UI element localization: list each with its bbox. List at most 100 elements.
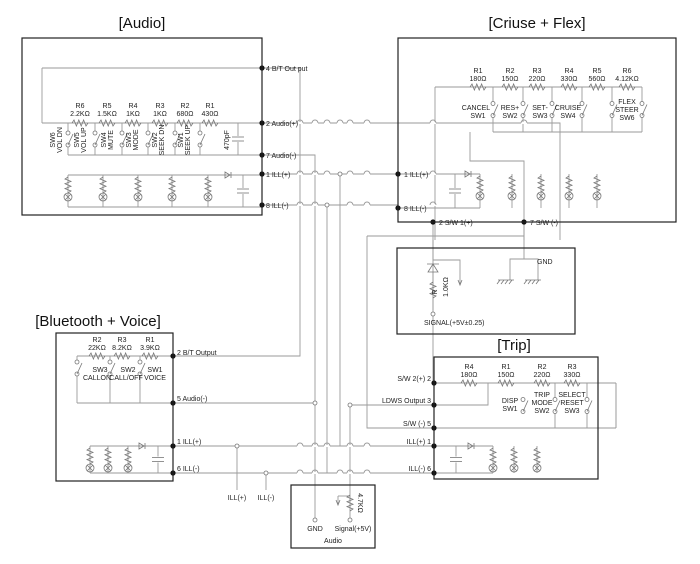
audio-plus-wire	[262, 122, 561, 240]
lamp-icon	[489, 464, 497, 472]
crossover-hop	[311, 170, 319, 175]
crossover-gap	[347, 173, 353, 175]
crossover-hop	[363, 119, 371, 124]
arrow-icon	[457, 279, 463, 287]
switch-gap	[147, 132, 149, 146]
switch-gap	[76, 361, 78, 375]
switch-gap	[174, 132, 176, 146]
lamp-icon	[99, 193, 107, 201]
crossover-gap	[364, 204, 370, 206]
terminal	[324, 202, 330, 208]
lamp-icon	[510, 464, 518, 472]
crossover-hop	[311, 442, 319, 447]
terminal	[172, 130, 178, 136]
svg-text:1.5KΩ: 1.5KΩ	[97, 111, 117, 118]
svg-text:R2: R2	[506, 68, 515, 75]
switch-gap	[551, 102, 553, 117]
ground-icon	[523, 279, 541, 285]
diode-icon	[427, 263, 439, 273]
crossover-gap	[297, 173, 303, 175]
svg-text:R4: R4	[565, 68, 574, 75]
svg-text:SW2: SW2	[534, 408, 549, 415]
lamp-icon	[124, 464, 132, 472]
svg-text:SW5: SW5	[74, 132, 81, 147]
crossover-gap	[364, 122, 370, 124]
crossover-gap	[347, 472, 353, 474]
svg-text:22KΩ: 22KΩ	[88, 345, 106, 352]
crossover-gap	[324, 122, 330, 124]
switch-gap	[492, 102, 494, 117]
terminal	[234, 443, 240, 449]
svg-text:R1: R1	[474, 68, 483, 75]
lamp-icon	[133, 192, 143, 202]
cap-gap	[450, 456, 462, 463]
svg-text:RES+: RES+	[501, 105, 519, 112]
cruise-pin-8: 8 ILL(-)	[404, 206, 427, 213]
lamp-icon	[204, 193, 212, 201]
crossover-hop	[296, 119, 304, 124]
svg-text:R5: R5	[593, 68, 602, 75]
resistor-icon	[98, 176, 108, 194]
resistor-icon	[167, 176, 177, 194]
resistor-icon	[460, 378, 478, 388]
lamp-icon	[532, 463, 542, 473]
switch-icon	[581, 104, 588, 116]
resistor-icon	[71, 118, 89, 128]
lamp-icon	[85, 463, 95, 473]
svg-text:LDWS Output 3: LDWS Output 3	[382, 398, 431, 405]
svg-text:SW4: SW4	[101, 132, 108, 147]
crossover-gap	[430, 204, 436, 206]
diode-icon	[224, 171, 232, 179]
crossover-gap	[312, 173, 318, 175]
crossover-hop	[296, 442, 304, 447]
lamp-icon	[475, 191, 485, 201]
terminal	[312, 517, 318, 523]
terminal	[639, 101, 645, 106]
svg-text:150Ω: 150Ω	[502, 76, 519, 83]
svg-text:SW2: SW2	[120, 367, 135, 374]
crossover-hop	[346, 170, 354, 175]
lamp-icon	[168, 193, 176, 201]
svg-text:8.2KΩ: 8.2KΩ	[112, 345, 132, 352]
terminal	[145, 130, 151, 136]
svg-text:SET-: SET-	[532, 105, 548, 112]
svg-text:R2: R2	[538, 364, 547, 371]
resistor-icon	[201, 118, 219, 128]
crossover-hop	[296, 469, 304, 474]
svg-text:SEEK UP: SEEK UP	[185, 125, 192, 156]
svg-text:CALLON: CALLON	[83, 375, 111, 382]
switch-gap	[641, 102, 643, 117]
svg-text:SW3: SW3	[126, 132, 133, 147]
crossover-hop	[336, 119, 344, 124]
svg-text:R2: R2	[181, 103, 190, 110]
switch-icon	[554, 400, 561, 412]
audio-switch-labels: SW6 VOL DN SW5 VOL UP SW4 MUTE SW3 MODE …	[50, 125, 231, 156]
resistor-icon	[533, 378, 551, 388]
svg-text:S/W (-) 5: S/W (-) 5	[403, 421, 431, 428]
lamp-icon	[123, 463, 133, 473]
svg-text:R1: R1	[502, 364, 511, 371]
crossover-hop	[311, 469, 319, 474]
crossover-gap	[324, 173, 330, 175]
crossover-hop	[311, 201, 319, 206]
resistor-icon	[85, 447, 95, 465]
terminal	[609, 101, 615, 106]
terminal	[549, 101, 555, 106]
svg-text:R4: R4	[465, 364, 474, 371]
svg-text:SW3: SW3	[564, 408, 579, 415]
audio-conn-gnd: GND	[307, 526, 323, 533]
ground-icon	[496, 279, 514, 285]
switch-icon	[522, 400, 529, 412]
terminal	[337, 171, 343, 177]
wire	[434, 383, 489, 406]
switch-icon	[139, 362, 146, 375]
lamp-icon	[565, 192, 573, 200]
crossover-gap	[430, 122, 436, 124]
svg-text:680Ω: 680Ω	[177, 111, 194, 118]
svg-text:R1: R1	[146, 337, 155, 344]
trip-pin-labels: S/W 2(+) 2 LDWS Output 3 S/W (-) 5 ILL(+…	[382, 376, 431, 473]
